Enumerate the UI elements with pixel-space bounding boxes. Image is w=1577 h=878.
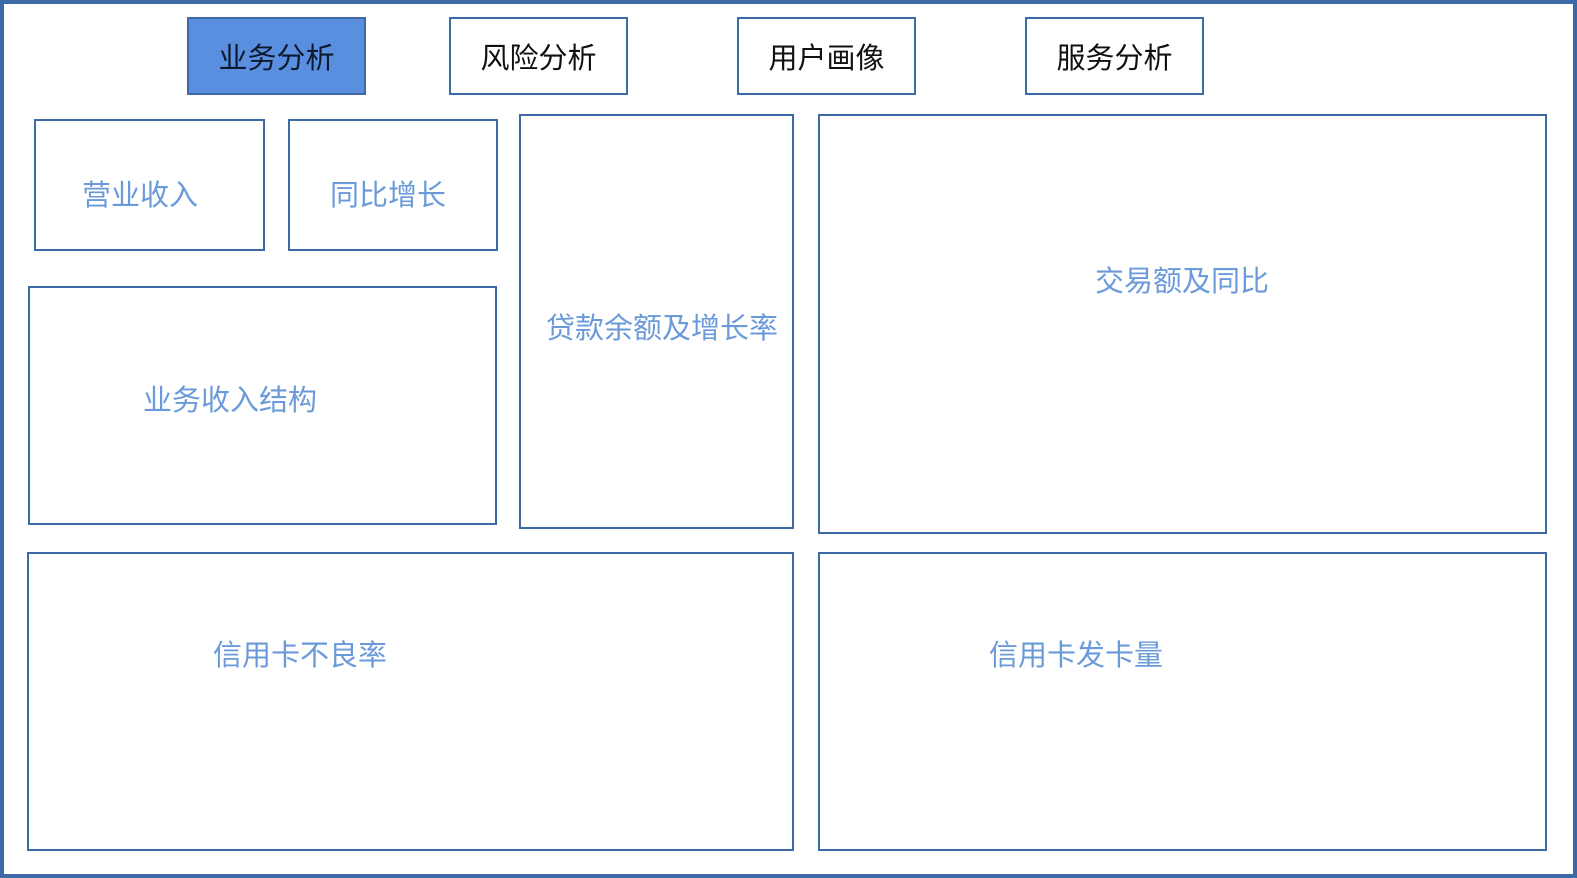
tab-service-analysis[interactable]: 服务分析 [1025,17,1204,95]
panel-revenue-structure-label: 业务收入结构 [142,383,318,417]
tab-business-analysis[interactable]: 业务分析 [187,17,366,95]
panel-loan-balance: 贷款余额及增长率 [519,114,794,529]
panel-credit-card-npl: 信用卡不良率 [27,552,794,851]
panel-revenue: 营业收入 [34,119,265,251]
panel-transaction-volume: 交易额及同比 [818,114,1547,534]
panel-credit-card-issuance: 信用卡发卡量 [818,552,1547,851]
panel-loan-balance-label: 贷款余额及增长率 [545,311,779,345]
panel-credit-card-issuance-label: 信用卡发卡量 [988,638,1164,672]
panel-credit-card-npl-label: 信用卡不良率 [212,638,388,672]
panel-yoy-growth-label: 同比增长 [329,178,447,212]
panel-yoy-growth: 同比增长 [288,119,498,251]
tab-user-profile[interactable]: 用户画像 [737,17,916,95]
panel-revenue-label: 营业收入 [81,178,199,212]
panel-revenue-structure: 业务收入结构 [28,286,497,525]
tab-risk-analysis[interactable]: 风险分析 [449,17,628,95]
panel-transaction-volume-label: 交易额及同比 [1094,264,1270,298]
